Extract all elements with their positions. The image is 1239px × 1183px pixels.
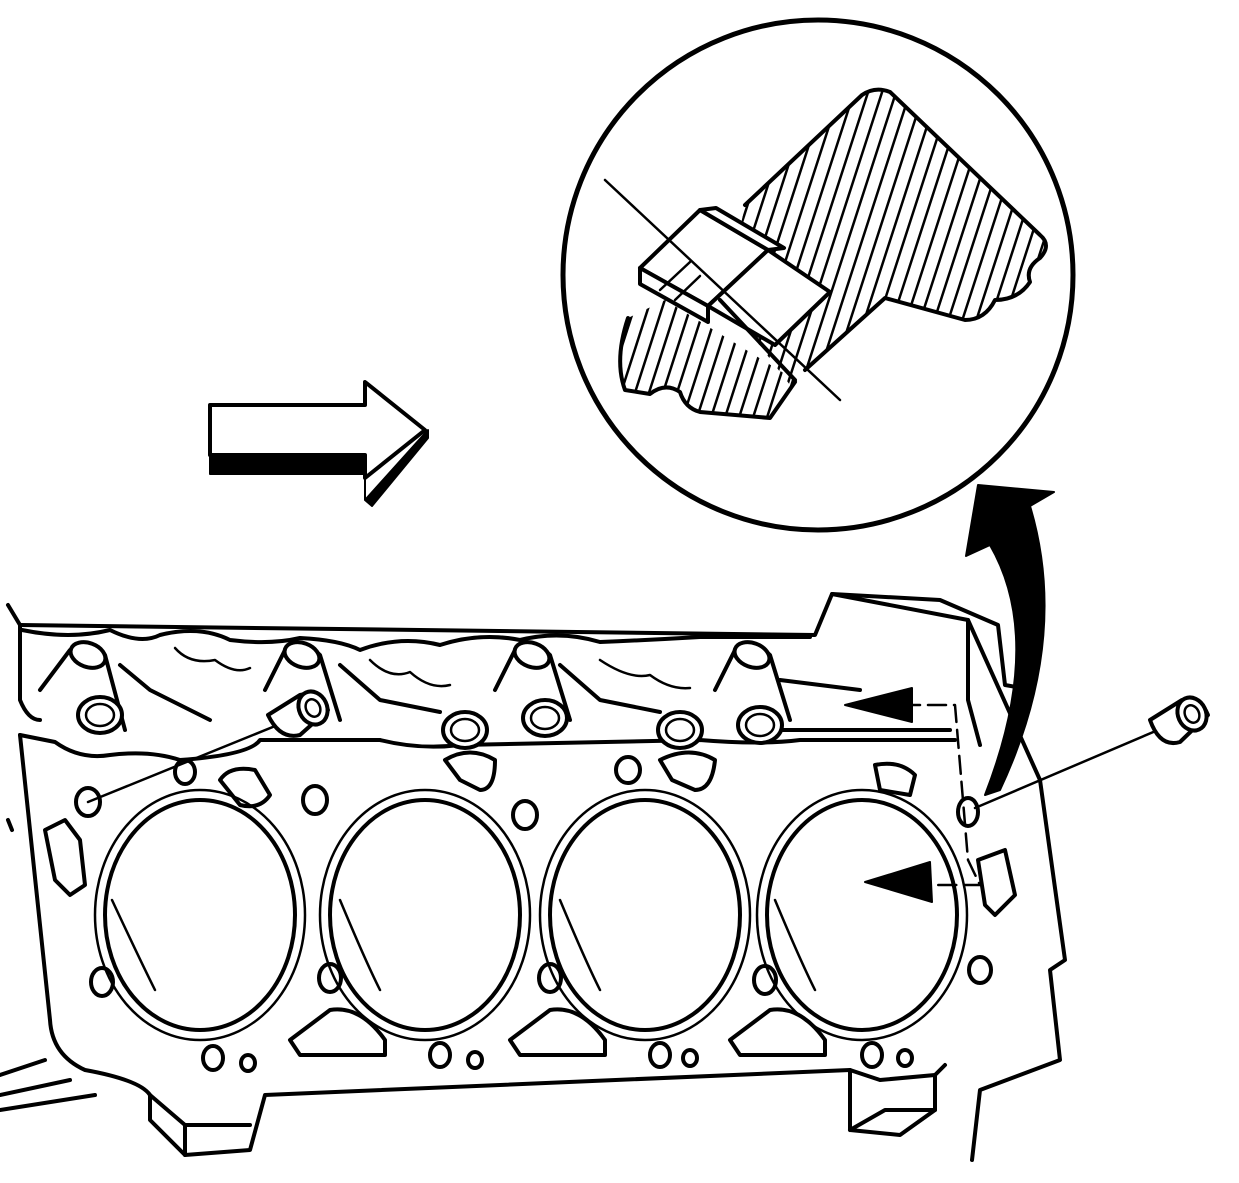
detail-view (560, 17, 1076, 533)
hatch-line-upper-21 (942, 89, 1046, 385)
hatch-line-upper-10 (788, 89, 902, 385)
dowel-pin-right (973, 695, 1210, 810)
cylinder-bore-3 (548, 798, 742, 1032)
bolt-holes (74, 755, 993, 1073)
cylinder-bores (93, 788, 969, 1042)
hatch-line-upper-18 (900, 89, 1014, 385)
detail-callout-arrow (965, 484, 1055, 796)
hatch-line-upper-24 (984, 89, 1046, 385)
hatch-line-upper-13 (830, 89, 944, 385)
hatch-line-lower-2 (621, 300, 670, 418)
cylinder-bore-1 (103, 798, 297, 1032)
detail-circle (560, 17, 1076, 533)
head-ports (38, 640, 952, 750)
center-line (603, 178, 842, 402)
dowel-hole-left (74, 786, 102, 818)
dowel-pin-detail (638, 206, 832, 382)
hatch-line-upper-17 (886, 89, 1000, 385)
hatch-line-upper-22 (956, 89, 1046, 385)
hatch-line-upper-14 (844, 89, 958, 385)
block-outline (18, 592, 1067, 1162)
hatch-line-upper-11 (802, 89, 916, 385)
pointer-arrows (844, 687, 933, 903)
engine-block (0, 592, 1067, 1162)
hatch-line-upper-9 (774, 89, 888, 385)
hatch-line-lower-1 (620, 300, 656, 418)
dowel-pin-left (86, 689, 330, 804)
dowel-hole-right (956, 796, 980, 828)
cylinder-bore-2 (328, 798, 522, 1032)
hatch-line-lower-3 (635, 300, 684, 418)
hatch-line-upper-20 (928, 89, 1042, 385)
hatch-line-upper-12 (816, 89, 930, 385)
direction-arrow (208, 380, 429, 507)
hatch-line-upper-15 (858, 89, 972, 385)
cylinder-bore-4 (765, 798, 959, 1032)
